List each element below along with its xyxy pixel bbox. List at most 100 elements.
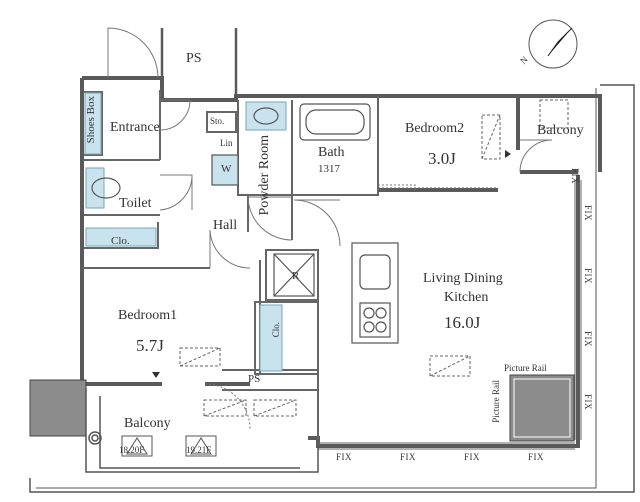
label-bath-size: 1317 <box>318 163 340 175</box>
door-bed2-balcony <box>519 139 553 173</box>
toilet-bowl <box>91 177 121 199</box>
fix-label-east-5: FIX <box>570 168 580 185</box>
dashed-balcony1 <box>203 399 247 417</box>
dashed-ldk <box>429 355 471 377</box>
floor-tri-2 <box>190 437 212 455</box>
clo-mid-fill <box>259 304 283 372</box>
bathtub-inner <box>305 109 365 135</box>
label-balcony-bottom: Balcony <box>124 416 171 431</box>
dash-diag3 <box>481 114 501 160</box>
fix-label-east-3: FIX <box>583 331 593 348</box>
window-east <box>574 180 582 440</box>
door-bed1 <box>209 229 251 269</box>
outer-rail <box>29 84 635 493</box>
fix-label-east-4: FIX <box>583 394 593 411</box>
wall-ldk-south <box>308 436 580 448</box>
dash-diag2 <box>429 355 471 377</box>
label-balcony-right: Balcony <box>537 123 584 138</box>
label-sto: Sto. <box>210 116 225 126</box>
fridge-box <box>273 253 315 297</box>
floor-box-1 <box>121 435 153 457</box>
label-picture-rail-h: Picture Rail <box>504 363 547 373</box>
toilet-fill <box>85 167 105 209</box>
wall-bed2-south <box>378 170 578 192</box>
wall-ps-top <box>160 28 238 100</box>
door-entrance <box>159 99 191 131</box>
label-ps-top: PS <box>186 51 202 66</box>
label-powder-room: Powder Room <box>257 135 272 216</box>
wall-bed2-east <box>516 94 602 172</box>
burner-1 <box>363 307 375 319</box>
wall-shoebox <box>84 91 103 156</box>
burner-4 <box>375 321 387 333</box>
north-arrow-icon <box>528 19 578 69</box>
dash-diag5 <box>253 399 297 417</box>
dashed-bed1 <box>179 347 221 367</box>
wall-clo-left <box>84 222 159 249</box>
fix-label-south-2: FIX <box>400 452 417 462</box>
dash-diag1 <box>179 347 221 367</box>
label-lin: Lin <box>220 138 233 148</box>
fix-label-east-2: FIX <box>583 268 593 285</box>
label-bath: Bath <box>318 145 345 160</box>
wall-r-box <box>265 249 319 301</box>
dashed-balcony2 <box>253 399 297 417</box>
kitchen-sink <box>359 254 391 290</box>
floor-box-2 <box>185 435 217 457</box>
label-bedroom2: Bedroom2 <box>405 121 465 136</box>
label-ps-bottom: PS <box>248 373 261 385</box>
column-sw <box>29 379 87 437</box>
label-toilet: Toilet <box>119 196 152 211</box>
column-se-inner <box>513 378 571 438</box>
burner-2 <box>375 307 387 319</box>
label-ldk-1: Living Dining <box>423 271 503 286</box>
stove <box>359 302 391 338</box>
wall-north <box>82 76 520 102</box>
shoes-box-fill <box>84 92 102 155</box>
label-shoes-box: Shoes Box <box>85 96 97 144</box>
clo-left-fill <box>85 227 157 247</box>
label-clo-mid: Clo. <box>271 322 281 338</box>
label-floor-mark-1: 18.20F <box>119 445 145 455</box>
label-ldk-2: Kitchen <box>444 290 489 305</box>
door-main <box>107 27 159 79</box>
label-entrance: Entrance <box>110 120 160 135</box>
dashed-balcony-r <box>539 99 569 129</box>
sink-bowl <box>253 107 279 125</box>
sink-fill <box>245 101 287 131</box>
kitchen-counter <box>351 242 399 344</box>
door-ldk <box>293 199 341 247</box>
wall-sto <box>206 111 237 133</box>
washer-box <box>211 154 239 186</box>
label-ldk-area: 16.0J <box>444 313 481 332</box>
arrow-bed1 <box>152 372 160 378</box>
label-bedroom1: Bedroom1 <box>118 308 178 323</box>
label-picture-rail-v: Picture Rail <box>491 380 501 423</box>
label-hall: Hall <box>213 218 238 233</box>
fridge-x2 <box>273 253 315 297</box>
window-south <box>318 442 575 450</box>
fix-label-east-1: FIX <box>583 205 593 222</box>
burner-3 <box>363 321 375 333</box>
label-w: W <box>221 163 232 175</box>
dashed-bed2 <box>481 114 501 160</box>
drain-inner <box>91 434 99 442</box>
fix-label-south-4: FIX <box>528 452 545 462</box>
door-powder <box>247 196 293 241</box>
balcony-rail-bottom <box>85 388 319 473</box>
label-bedroom2-area: 3.0J <box>428 149 456 168</box>
outer-rail-inner <box>36 88 597 489</box>
label-r: R <box>292 270 300 282</box>
door-balcony-bottom <box>204 383 251 431</box>
column-se <box>509 374 575 442</box>
label-floor-mark-2: 19.21F <box>186 445 212 455</box>
drain <box>88 431 102 445</box>
label-bedroom1-area: 5.7J <box>136 336 164 355</box>
dash-diag4 <box>203 399 247 417</box>
floor-tri-1 <box>126 437 148 455</box>
label-clo-left: Clo. <box>111 235 130 247</box>
fix-label-south-1: FIX <box>336 452 353 462</box>
bathtub <box>299 103 371 141</box>
fix-label-south-3: FIX <box>464 452 481 462</box>
